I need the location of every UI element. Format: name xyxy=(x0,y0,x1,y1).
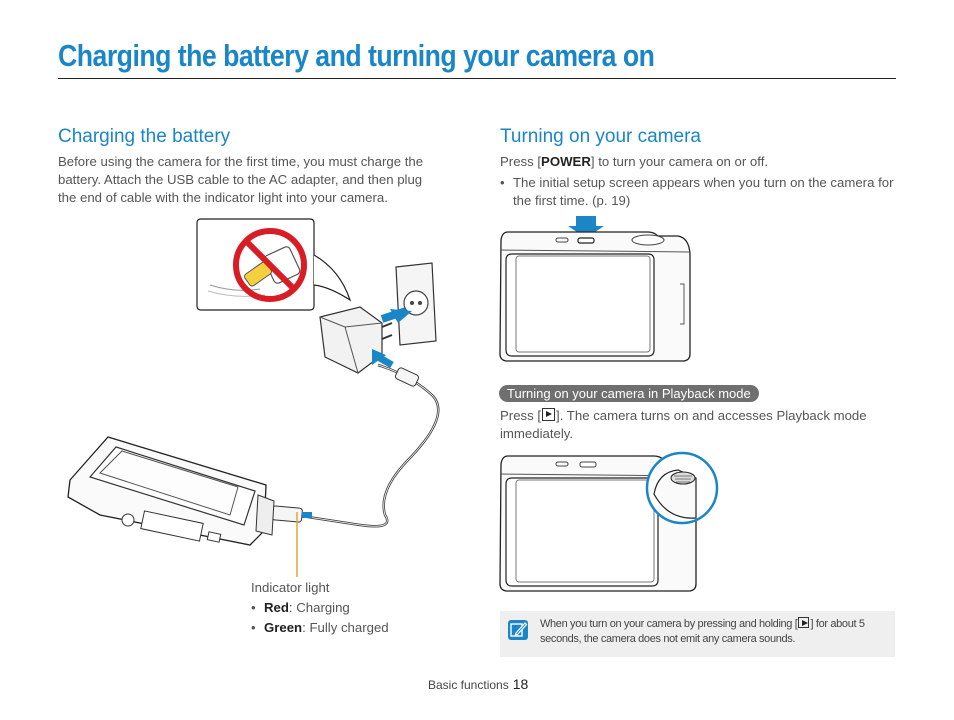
indicator-list: Red: Charging Green: Fully charged xyxy=(251,598,389,638)
indicator-light-label: Indicator light xyxy=(251,580,330,595)
playback-suffix: ]. The camera turns on and accesses Play… xyxy=(500,408,867,441)
indicator-key-red: Red xyxy=(264,600,289,615)
playback-button xyxy=(670,471,696,485)
indicator-item-red: Red: Charging xyxy=(251,598,389,618)
charging-illustration xyxy=(67,218,440,577)
note-play-button-icon xyxy=(798,617,810,628)
footer-section: Basic functions xyxy=(428,678,509,692)
camera-side-view xyxy=(67,436,275,546)
playback-mode-pill: Turning on your camera in Playback mode xyxy=(499,385,759,402)
indicator-value-green: : Fully charged xyxy=(302,620,389,635)
prohibition-callout xyxy=(196,218,352,311)
setup-bullet: The initial setup screen appears when yo… xyxy=(500,174,895,210)
play-button-icon xyxy=(542,408,556,421)
ac-adapter xyxy=(319,306,393,374)
power-prefix: Press [ xyxy=(500,154,542,169)
note-text: When you turn on your camera by pressing… xyxy=(540,617,880,647)
camera-power-illustration xyxy=(499,216,691,362)
note-prefix: When you turn on your camera by pressing… xyxy=(540,618,798,630)
power-key: POWER xyxy=(541,154,591,169)
page-number: 18 xyxy=(512,676,529,692)
power-arrow-icon xyxy=(568,216,604,238)
power-suffix: ] to turn your camera on or off. xyxy=(590,154,769,169)
page-title: Charging the battery and turning your ca… xyxy=(58,38,655,73)
power-button xyxy=(577,237,595,244)
wall-outlet xyxy=(395,262,437,346)
indicator-key-green: Green xyxy=(264,620,303,635)
power-instruction: Press [POWER] to turn your camera on or … xyxy=(500,153,895,171)
camera-playback-illustration xyxy=(499,451,719,592)
note-box: When you turn on your camera by pressing… xyxy=(500,611,895,657)
note-pencil-icon xyxy=(508,620,528,640)
indicator-value-red: : Charging xyxy=(288,600,350,615)
title-divider xyxy=(58,78,896,79)
no-symbol-icon xyxy=(233,228,307,302)
usb-cable xyxy=(294,363,440,528)
indicator-item-green: Green: Fully charged xyxy=(251,618,389,638)
playback-instruction: Press []. The camera turns on and access… xyxy=(500,407,895,443)
note-suffix: ] for about 5 seconds, the camera does n… xyxy=(540,618,865,645)
charging-description: Before using the camera for the first ti… xyxy=(58,154,424,205)
indicator-light-legend: Indicator light Red: Charging Green: Ful… xyxy=(251,578,389,638)
setup-bullet-list: The initial setup screen appears when yo… xyxy=(500,174,895,210)
turning-on-heading: Turning on your camera xyxy=(500,126,702,147)
charging-heading: Charging the battery xyxy=(58,126,231,147)
playback-prefix: Press [ xyxy=(500,408,542,423)
